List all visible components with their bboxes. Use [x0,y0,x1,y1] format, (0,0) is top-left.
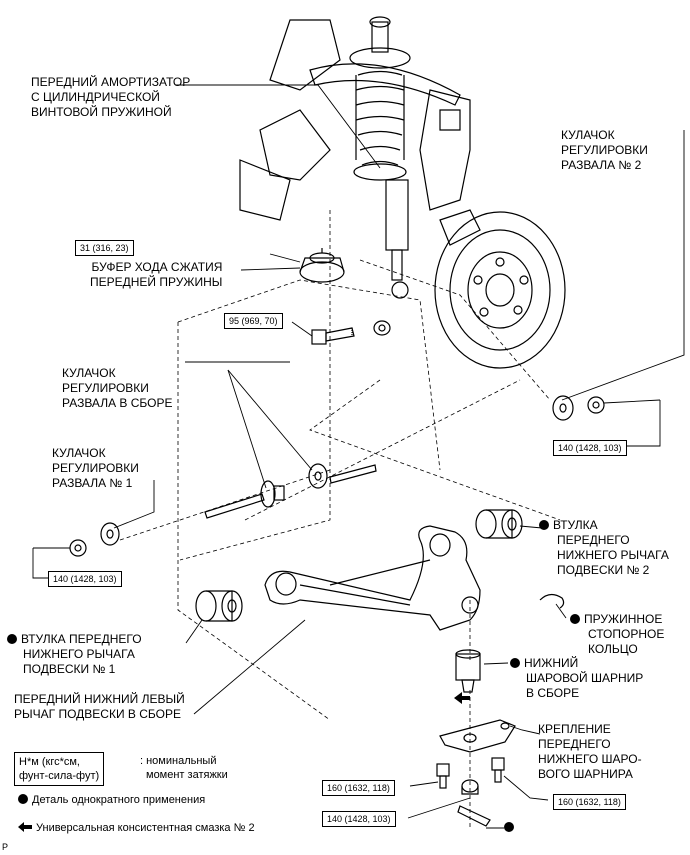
single-use-dot-icon [570,614,580,624]
label-cam-2: КУЛАЧОК РЕГУЛИРОВКИ РАЗВАЛА № 2 [561,128,648,173]
label-attachment: КРЕПЛЕНИЕ ПЕРЕДНЕГО НИЖНЕГО ШАРО- ВОГО Ш… [538,722,642,782]
torque-bumper: 31 (316, 23) [75,240,134,256]
castle-nut-and-cotter-pin [457,779,491,827]
label-line: ПЕРЕДНЕГО [557,533,630,547]
label-line: РЕГУЛИРОВКИ [52,461,139,475]
attachment-bolts [436,757,505,789]
torque-cam-1: 140 (1428, 103) [48,571,122,587]
label-line: НИЖНЕГО ШАРО- [538,752,642,766]
label-cam-1: КУЛАЧОК РЕГУЛИРОВКИ РАЗВАЛА № 1 [52,446,139,491]
steering-knuckle-area [239,19,471,221]
label-line: РАЗВАЛА № 2 [561,158,642,172]
label-bushing-1: ВТУЛКА ПЕРЕДНЕГО НИЖНЕГО РЫЧАГА ПОДВЕСКИ… [7,632,142,677]
label-line: С ЦИЛИНДРИЧЕСКОЙ [31,90,160,104]
leader-lines [32,84,685,829]
bound-stopper [299,248,345,283]
single-use-dot-icon [539,520,549,530]
legend-single-use-text: Деталь однократного применения [32,794,206,806]
label-line: РАЗВАЛА № 1 [52,476,133,490]
label-line: КРЕПЛЕНИЕ [538,722,611,736]
corner-mark: P [2,842,9,852]
label-shock-absorber: ПЕРЕДНИЙ АМОРТИЗАТОР С ЦИЛИНДРИЧЕСКОЙ ВИ… [31,75,190,120]
grease-marker [454,692,470,704]
assembly-guide-lines [119,210,561,830]
label-line: БУФЕР ХОДА СЖАТИЯ [91,260,223,274]
legend-single-use: Деталь однократного применения [18,793,205,808]
camber-adjusting-cam-assembly [204,463,377,519]
label-line: ВИНТОВОЙ ПРУЖИНОЙ [31,105,172,119]
label-line: РАЗВАЛА В СБОРЕ [62,396,173,410]
torque-shock-bolt: 95 (969, 70) [224,313,283,329]
legend-grease-text: Универсальная консистентная смазка № 2 [36,822,255,834]
label-line: НИЖНЕГО РЫЧАГА [23,647,135,661]
upper-arm [309,63,461,106]
snap-ring [539,593,565,609]
torque-bolt-160-left: 160 (1632, 118) [322,780,395,796]
label-line: КУЛАЧОК [52,446,106,460]
label-line: СТОПОРНОЕ [588,627,665,641]
label-line: КУЛАЧОК [62,366,116,380]
single-use-dot-icon [510,658,520,668]
label-line: КУЛАЧОК [561,128,615,142]
shock-bolt-and-nut [311,320,391,345]
cam-plate-2 [552,395,605,421]
single-use-dot-icon [7,634,17,644]
shock-absorber-with-coil-spring [349,16,411,299]
label-line: ПОДВЕСКИ № 2 [557,563,650,577]
torque-bolt-160-right: 160 (1632, 118) [553,794,626,810]
label-line: ПЕРЕДНИЙ АМОРТИЗАТОР [31,75,191,89]
bushing-no-1 [195,590,243,622]
label-cam-assembly: КУЛАЧОК РЕГУЛИРОВКИ РАЗВАЛА В СБОРЕ [62,366,173,411]
label-bushing-2: ВТУЛКА ПЕРЕДНЕГО НИЖНЕГО РЫЧАГА ПОДВЕСКИ… [539,518,669,578]
legend-desc-line: : номинальный [140,755,217,767]
legend-unit-line: Н*м (кгс*см, [19,756,80,768]
bushing-no-2 [475,509,523,539]
torque-castle-nut: 140 (1428, 103) [322,811,396,827]
label-line: ПОДВЕСКИ № 1 [23,662,116,676]
label-snap-ring: ПРУЖИННОЕ СТОПОРНОЕ КОЛЬЦО [570,612,664,657]
legend-grease: Универсальная консистентная смазка № 2 [18,821,255,836]
cam-plate-1 [69,522,120,557]
label-ball-joint: НИЖНИЙ ШАРОВОЙ ШАРНИР В СБОРЕ [510,656,643,701]
label-line: В СБОРЕ [526,686,580,700]
label-line: ВТУЛКА [553,518,598,532]
hub-and-brake-rotor [434,209,566,369]
lower-arm-assembly [264,525,481,631]
label-bumper: БУФЕР ХОДА СЖАТИЯ ПЕРЕДНЕЙ ПРУЖИНЫ [90,260,222,290]
single-use-dot-icon [18,794,28,804]
label-line: ШАРОВОЙ ШАРНИР [526,671,644,685]
single-use-dot-icon [504,822,514,832]
label-line: ПРУЖИННОЕ [584,612,663,626]
label-line: ПЕРЕДНЕГО [538,737,611,751]
label-line: КОЛЬЦО [588,642,638,656]
lower-ball-joint [455,649,481,693]
label-lower-arm: ПЕРЕДНИЙ НИЖНИЙ ЛЕВЫЙ РЫЧАГ ПОДВЕСКИ В С… [14,692,185,722]
label-line: ПЕРЕДНЕЙ ПРУЖИНЫ [90,275,223,289]
grease-arrow-icon [18,822,32,832]
legend-desc-line: момент затяжки [146,769,228,781]
label-line: ВОГО ШАРНИРА [538,767,633,781]
legend-unit-line: фунт-сила-фут) [19,770,100,782]
label-line: РЕГУЛИРОВКИ [62,381,149,395]
label-line: НИЖНИЙ [524,656,579,670]
ball-joint-attachment [439,719,516,753]
label-line: ПЕРЕДНИЙ НИЖНИЙ ЛЕВЫЙ [14,692,185,706]
label-line: ВТУЛКА ПЕРЕДНЕГО [21,632,142,646]
label-line: НИЖНЕГО РЫЧАГА [557,548,669,562]
legend-unit-box: Н*м (кгс*см, фунт-сила-фут) [14,752,105,786]
label-line: РЕГУЛИРОВКИ [561,143,648,157]
legend-unit-description: : номинальный момент затяжки [140,754,228,782]
label-line: РЫЧАГ ПОДВЕСКИ В СБОРЕ [14,707,181,721]
torque-cam-2: 140 (1428, 103) [553,440,627,456]
